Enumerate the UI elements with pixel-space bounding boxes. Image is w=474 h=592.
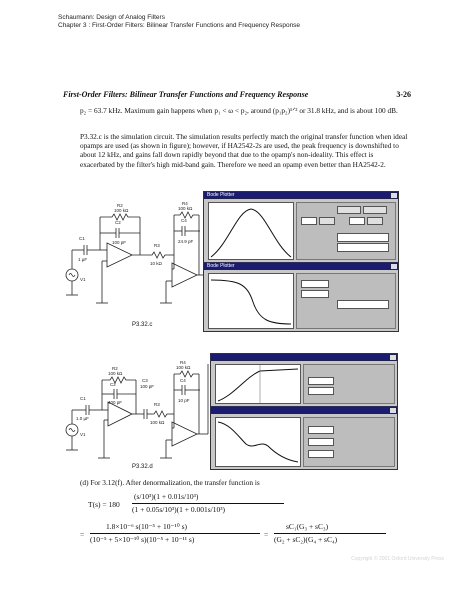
value-r2-d: 100 kΩ: [108, 371, 123, 376]
close-icon[interactable]: [391, 193, 397, 198]
eq1-denominator: (1 + 0.05s/10³)(1 + 0.001s/10³): [132, 505, 225, 514]
magnitude-button[interactable]: [337, 206, 361, 214]
eq1-fraction-bar: [132, 503, 284, 504]
eq2-rhs-denominator: (G₂ + sC₂)(G₄ + sC₄): [274, 535, 338, 544]
value-r4-d: 100 kΩ: [176, 365, 191, 370]
header-line-2: Chapter 3 : First-Order Filters: Bilinea…: [58, 22, 301, 29]
paragraph-1: p₂ = 63.7 kHz. Maximum gain happens when…: [80, 106, 398, 115]
readout-field-7[interactable]: [308, 387, 334, 395]
value-c4-d: 10 pF: [178, 398, 190, 403]
phase-plot-d: [215, 417, 301, 467]
phase-button[interactable]: [363, 206, 387, 214]
label-c1: C1: [79, 236, 85, 241]
readout-field-2[interactable]: [337, 243, 389, 252]
circuit-figure-d: R2 100 kΩ C2 400 pF C3 100 pF R4 100 kΩ …: [65, 360, 209, 459]
label-r3: R3: [154, 243, 160, 248]
page-number: 3-26: [396, 90, 411, 99]
horizontal-log-button[interactable]: [349, 217, 365, 225]
label-v1: V1: [80, 277, 86, 282]
close-icon[interactable]: [390, 355, 396, 360]
paragraph-2: P3.32.c is the simulation circuit. The s…: [80, 132, 408, 169]
bode-window-2-title: Bode Plotter: [204, 263, 398, 270]
bode-plotter-window-3[interactable]: [210, 353, 398, 407]
magnitude-plot: [208, 202, 294, 260]
readout-field-5[interactable]: [337, 300, 389, 309]
figure-c-label: P3.32.c: [132, 322, 153, 328]
label-r4: R4: [182, 201, 188, 206]
part-d-text: (d) For 3.12(f). After denormalization, …: [80, 478, 260, 487]
bode-plotter-window-4[interactable]: [210, 406, 398, 470]
label-c2-d: C2: [110, 382, 116, 387]
readout-field-8[interactable]: [308, 426, 334, 434]
readout-field-6[interactable]: [308, 377, 334, 385]
bode-control-panel: [296, 202, 396, 260]
readout-field[interactable]: [337, 233, 389, 242]
value-r3: 10 kΩ: [150, 261, 163, 266]
eq1-lhs: T(s) = 180: [88, 500, 120, 509]
close-icon[interactable]: [390, 408, 396, 413]
running-head: First-Order Filters: Bilinear Transfer F…: [63, 90, 411, 99]
figure-d-label: P3.32.d: [132, 464, 153, 470]
equation-1: T(s) = 180 (s/10³)(1 + 0.01s/10³) (1 + 0…: [88, 492, 288, 518]
bode-window-4-title: [211, 407, 397, 414]
eq2-equals-2: =: [264, 530, 269, 539]
eq2-rhs-numerator: sC₁(G₃ + sC₃): [286, 522, 329, 531]
label-c2: C2: [115, 220, 121, 225]
label-v1-d: V1: [80, 432, 86, 437]
value-r4: 100 kΩ: [178, 206, 193, 211]
eq1-numerator: (s/10³)(1 + 0.01s/10³): [134, 492, 199, 501]
running-head-title: First-Order Filters: Bilinear Transfer F…: [63, 90, 309, 99]
close-icon[interactable]: [391, 264, 397, 269]
label-r2-d: R2: [112, 366, 118, 371]
value-c1-d: 1.0 µF: [76, 416, 89, 421]
eq2-numerator: 1.8×10⁻⁶ s(10⁻⁵ + 10⁻¹⁰ s): [106, 522, 188, 531]
horizontal-lin-button[interactable]: [367, 217, 383, 225]
value-c3-d: 100 pF: [140, 384, 154, 389]
eq2-denominator: (10⁻⁵ + 5×10⁻¹⁰ s)(10⁻⁵ + 10⁻¹¹ s): [90, 535, 195, 544]
bode-control-panel-3: [303, 364, 395, 404]
readout-field-3[interactable]: [301, 280, 329, 288]
label-r3-d: R3: [154, 402, 160, 407]
label-c4: C4: [181, 218, 187, 223]
bode-plotter-window-1[interactable]: Bode Plotter: [203, 191, 399, 263]
readout-field-10[interactable]: [308, 450, 334, 458]
bode-control-panel-4: [303, 417, 395, 467]
bode-plotter-window-2[interactable]: Bode Plotter: [203, 262, 399, 332]
value-c2-d: 400 pF: [108, 400, 122, 405]
header-line-1: Schaumann: Design of Analog Filters: [58, 14, 165, 21]
vertical-log-button[interactable]: [301, 217, 317, 225]
watermark: Copyright © 2001 Oxford University Press: [351, 556, 444, 562]
value-c1: 1 µF: [78, 257, 87, 262]
label-c1-d: C1: [80, 396, 86, 401]
eq2-rhs-fraction-bar: [274, 533, 386, 534]
phase-plot: [208, 273, 294, 329]
label-c4-d: C4: [180, 378, 186, 383]
value-c2: 100 pF: [112, 240, 126, 245]
magnitude-plot-d: [215, 364, 301, 404]
label-r2: R2: [117, 203, 123, 208]
eq2-equals: =: [80, 530, 85, 539]
circuit-figure-c: R2 100 kΩ C2 100 pF R4 100 kΩ C4 24.9 pF…: [65, 201, 208, 304]
label-r4-d: R4: [180, 360, 186, 365]
value-c4: 24.9 pF: [178, 239, 194, 244]
value-r2: 100 kΩ: [114, 208, 129, 213]
readout-field-9[interactable]: [308, 438, 334, 446]
equation-2: = 1.8×10⁻⁶ s(10⁻⁵ + 10⁻¹⁰ s) (10⁻⁵ + 5×1…: [80, 522, 420, 548]
vertical-lin-button[interactable]: [319, 217, 335, 225]
bode-window-3-title: [211, 354, 397, 361]
bode-control-panel-2: [296, 273, 396, 329]
readout-field-4[interactable]: [301, 290, 329, 298]
label-c3-d: C3: [142, 378, 148, 383]
bode-window-1-title: Bode Plotter: [204, 192, 398, 199]
value-r3-d: 100 kΩ: [150, 420, 165, 425]
eq2-fraction-bar: [90, 533, 260, 534]
